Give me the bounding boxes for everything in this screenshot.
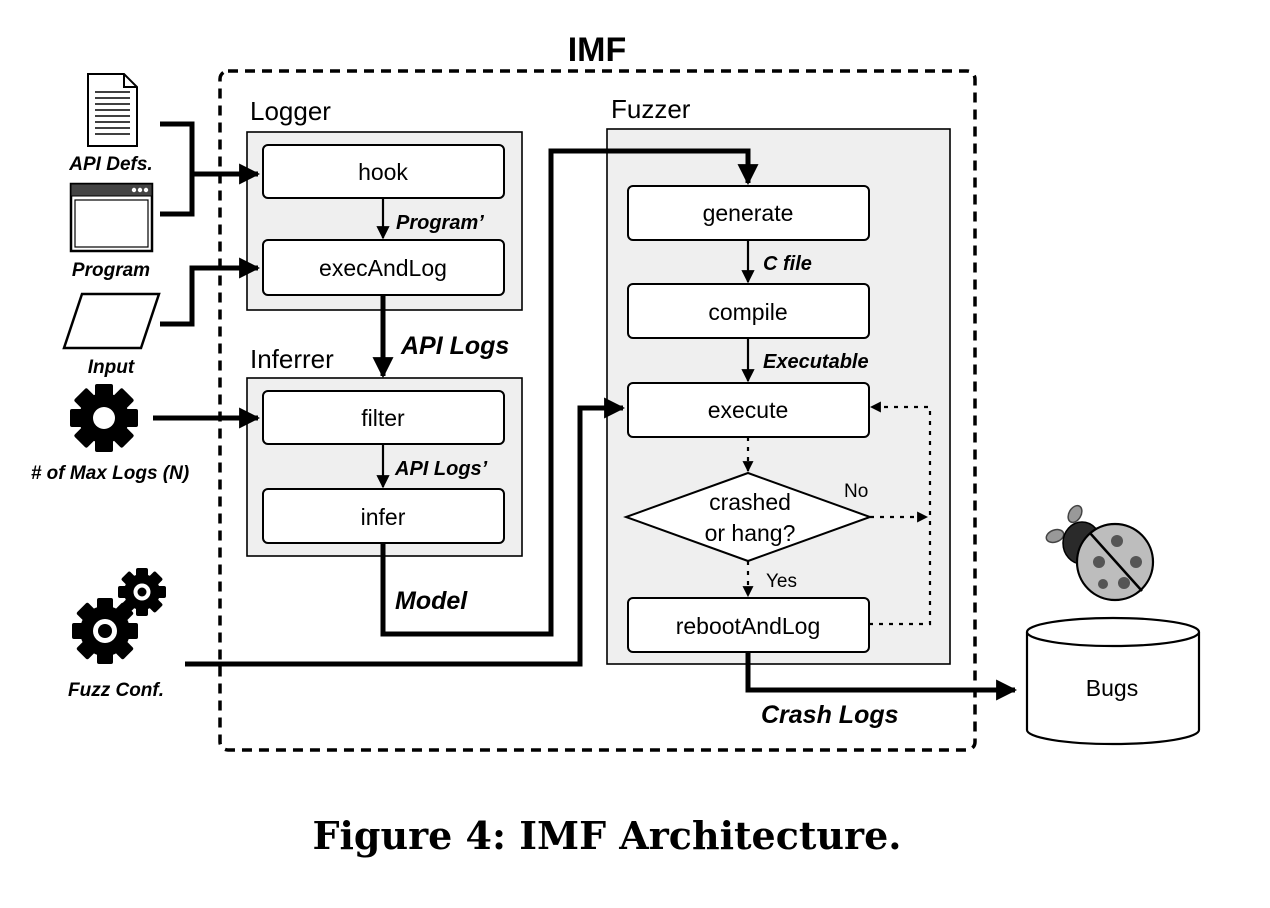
imf-title: IMF: [568, 31, 627, 69]
yes-label: Yes: [766, 571, 797, 592]
parallelogram-icon: [62, 292, 161, 350]
filter-label: filter: [361, 405, 405, 431]
compile-label: compile: [708, 299, 787, 325]
executable-label: Executable: [763, 351, 869, 373]
figure-caption: Figure 4: IMF Architecture.: [313, 813, 902, 858]
logger-label: Logger: [250, 96, 331, 126]
execute-label: execute: [708, 397, 789, 423]
fuzzer-label: Fuzzer: [611, 94, 691, 124]
api-defs-program-arrow: [160, 121, 258, 217]
bugs-label: Bugs: [1086, 675, 1138, 701]
program-prime-label: Program’: [396, 212, 484, 234]
decision-label-line1: crashed: [709, 489, 791, 515]
crash-logs-arrow: [745, 652, 1018, 701]
crash-logs-label: Crash Logs: [761, 701, 899, 729]
decision-label-line2: or hang?: [705, 520, 796, 546]
fuzz-conf-arrow: [185, 397, 626, 667]
program-label: Program: [72, 260, 150, 281]
window-icon: [69, 182, 154, 253]
gears-icon: [72, 568, 166, 664]
reboot-and-log-label: rebootAndLog: [676, 613, 821, 639]
cylinder-icon: [1025, 616, 1201, 746]
model-label: Model: [395, 587, 468, 615]
inferrer-label: Inferrer: [250, 344, 334, 374]
no-label: No: [844, 481, 868, 502]
gear-icon: [70, 384, 138, 452]
loop-back-arrow: [869, 401, 932, 626]
c-file-label: C file: [763, 253, 812, 275]
input-arrow: [160, 257, 261, 327]
api-defs-label: API Defs.: [68, 154, 152, 175]
api-logs-label: API Logs: [400, 332, 509, 360]
fuzz-conf-label: Fuzz Conf.: [68, 680, 164, 701]
ladybug-icon: [1045, 504, 1155, 602]
document-icon: [87, 73, 138, 147]
input-label: Input: [88, 357, 135, 378]
api-logs-prime-label: API Logs’: [394, 458, 488, 480]
max-logs-label: # of Max Logs (N): [31, 463, 189, 484]
model-arrow: [380, 148, 759, 637]
infer-label: infer: [361, 504, 406, 530]
generate-label: generate: [703, 200, 794, 226]
exec-and-log-label: execAndLog: [319, 255, 447, 281]
hook-label: hook: [358, 159, 408, 185]
